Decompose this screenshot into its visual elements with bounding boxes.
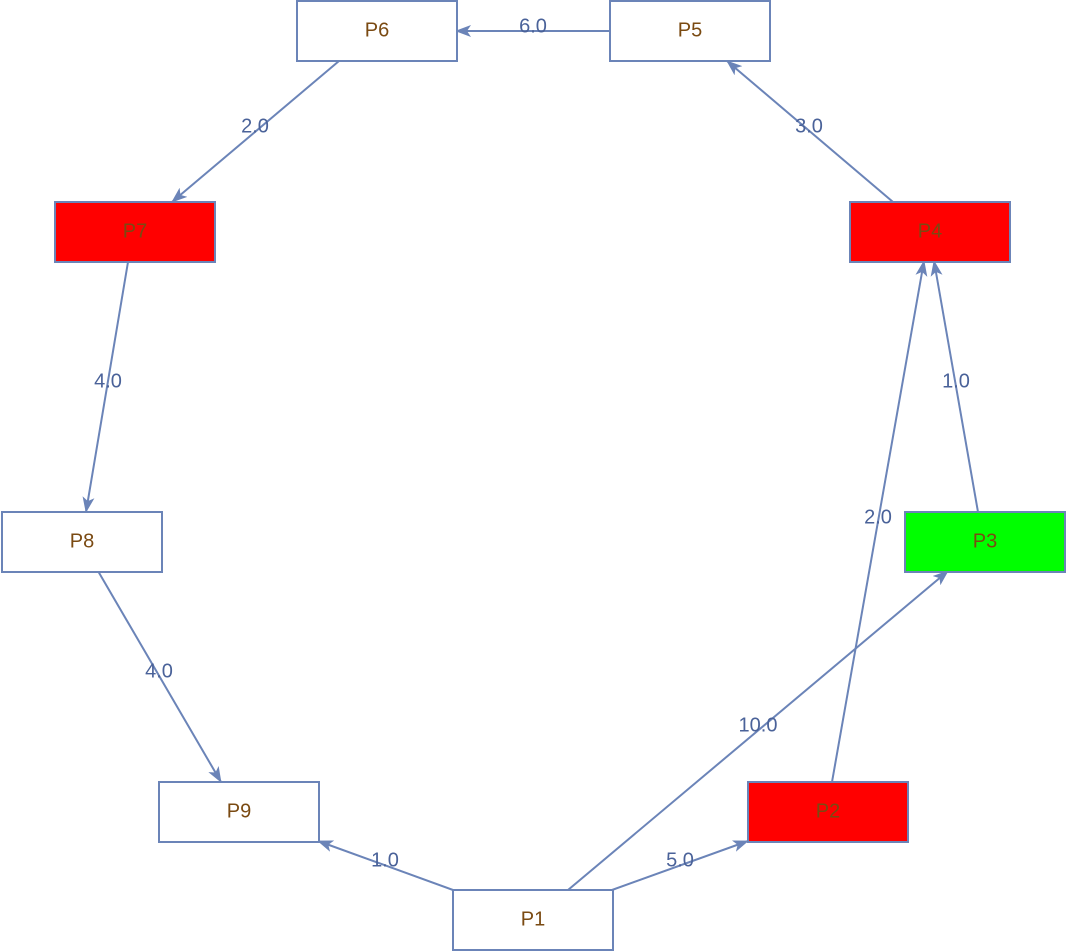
edge-weight-label-p7-p8: 4.0: [94, 370, 122, 392]
node-box-p9[interactable]: [158, 781, 320, 843]
edge-weight-label-p4-p5: 3.0: [795, 115, 823, 137]
node-label-p2: P2: [816, 800, 840, 822]
edge-labels-layer: 1.0 5.0 10.0 2.0 1.0 3.0 6.0 2.0 4.0 4.0: [94, 15, 970, 871]
node-p8[interactable]: P8: [1, 511, 163, 573]
node-box-p4[interactable]: [849, 201, 1011, 263]
edge-weight-label-p3-p4: 1.0: [942, 370, 970, 392]
node-p7[interactable]: P7: [54, 201, 216, 263]
node-box-p8[interactable]: [1, 511, 163, 573]
node-label-p3: P3: [973, 530, 997, 552]
node-p1[interactable]: P1: [452, 889, 614, 951]
node-box-p7[interactable]: [54, 201, 216, 263]
node-box-p3[interactable]: [904, 511, 1066, 573]
node-label-p9: P9: [227, 800, 251, 822]
edge-p1-to-p2: [611, 840, 749, 891]
node-box-p1[interactable]: [452, 889, 614, 951]
node-p6[interactable]: P6: [296, 0, 458, 62]
node-label-p1: P1: [521, 908, 545, 930]
node-label-p4: P4: [918, 220, 942, 242]
node-label-p5: P5: [678, 19, 702, 41]
node-box-p2[interactable]: [747, 781, 909, 843]
node-label-p8: P8: [70, 530, 94, 552]
edge-p1-to-p9: [317, 840, 454, 891]
edge-p7-to-p8: [82, 261, 129, 513]
edge-p2-to-p4: [831, 260, 928, 783]
edge-weight-label-p8-p9: 4.0: [145, 660, 173, 682]
node-p9[interactable]: P9: [158, 781, 320, 843]
node-p3[interactable]: P3: [904, 511, 1066, 573]
edge-weight-label-p1-p3: 10.0: [739, 714, 778, 736]
node-box-p6[interactable]: [296, 0, 458, 62]
edge-weight-label-p6-p7: 2.0: [241, 115, 269, 137]
edge-weight-label-p1-p9: 1.0: [371, 849, 399, 871]
node-label-p6: P6: [365, 19, 389, 41]
edge-weight-label-p2-p4: 2.0: [864, 506, 892, 528]
edge-p8-to-p9: [97, 570, 222, 783]
edge-p3-to-p4: [930, 260, 979, 513]
node-p2[interactable]: P2: [747, 781, 909, 843]
edge-weight-label-p1-p2: 5.0: [666, 849, 694, 871]
edge-p1-to-p3: [567, 570, 949, 891]
edge-p6-to-p7: [171, 60, 340, 203]
edge-weight-label-p5-p6: 6.0: [519, 15, 547, 37]
edge-p4-to-p5: [726, 60, 894, 203]
node-box-p5[interactable]: [609, 0, 771, 62]
node-p5[interactable]: P5: [609, 0, 771, 62]
edges-layer: [82, 25, 979, 891]
node-p4[interactable]: P4: [849, 201, 1011, 263]
node-label-p7: P7: [123, 220, 147, 242]
